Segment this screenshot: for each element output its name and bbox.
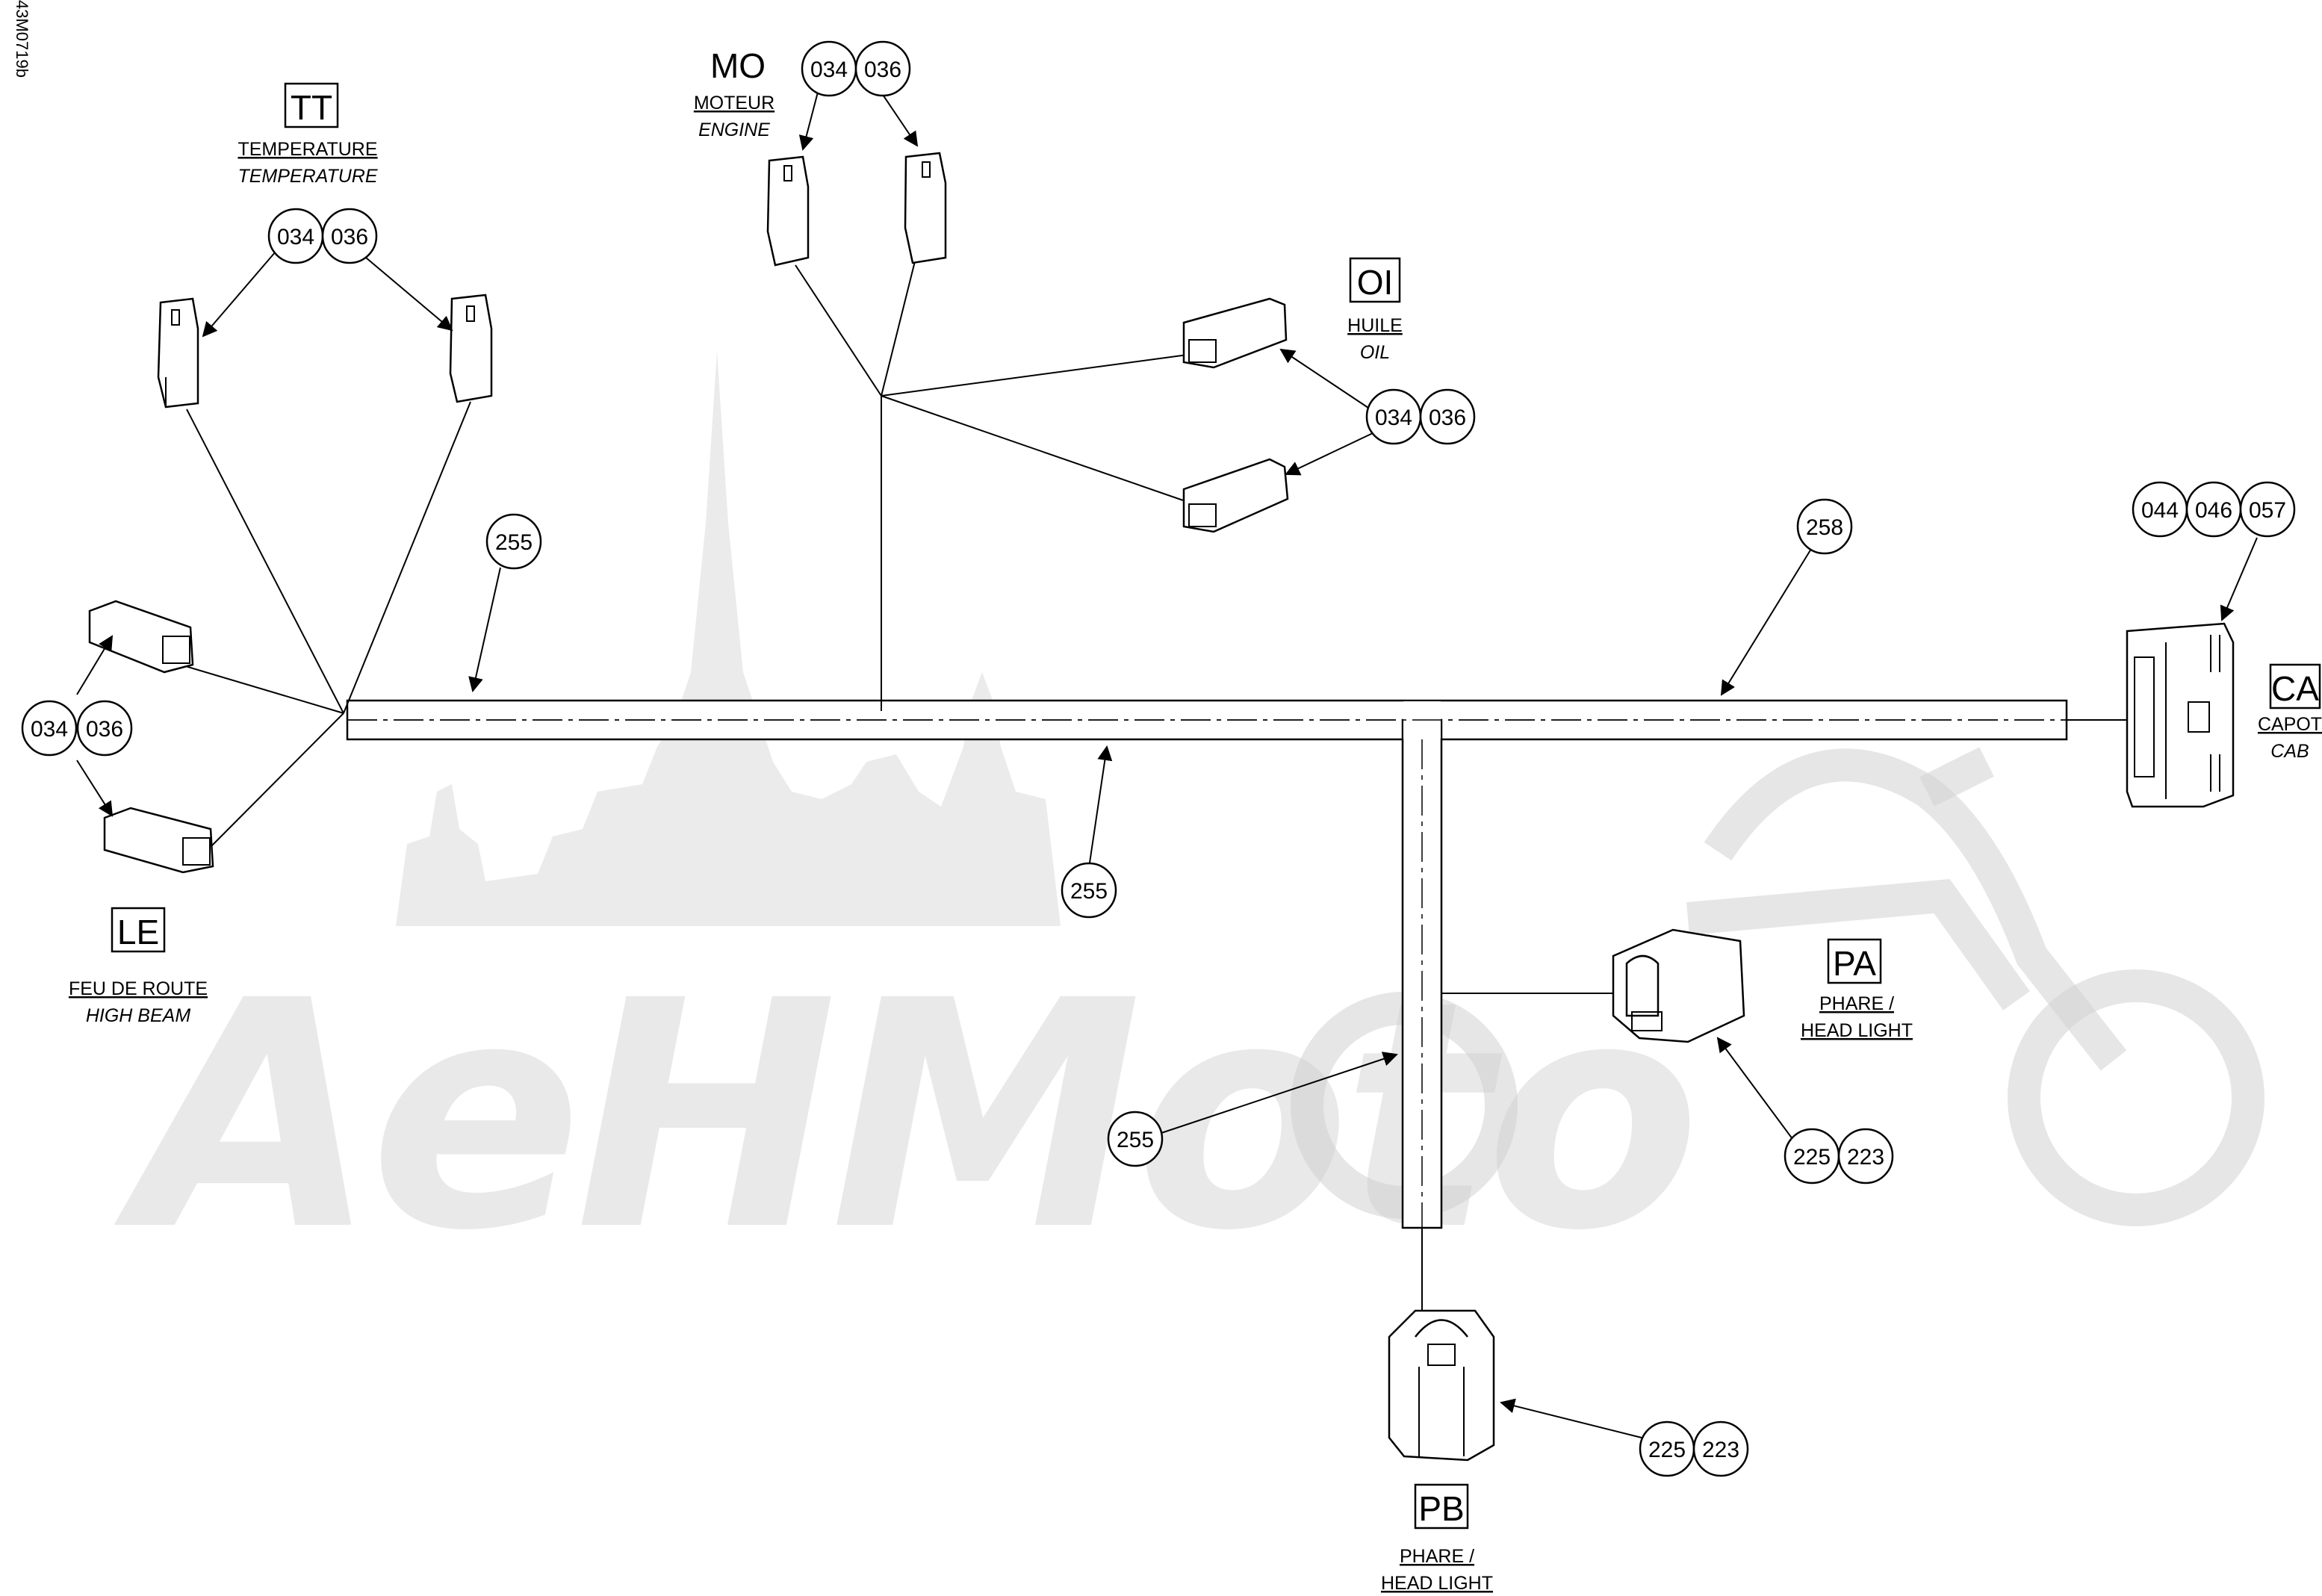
svg-text:225: 225 <box>1793 1145 1831 1170</box>
part-bubbles-pa[interactable]: 225 223 <box>1784 1128 1894 1184</box>
svg-text:OIL: OIL <box>1360 342 1390 363</box>
svg-text:TEMPERATURE: TEMPERATURE <box>238 166 377 187</box>
svg-text:MO: MO <box>710 46 766 85</box>
le-connector-bottom <box>103 807 214 874</box>
svg-text:225: 225 <box>1648 1438 1686 1462</box>
part-bubbles-pb[interactable]: 225 223 <box>1639 1420 1749 1477</box>
harness-callout-255-top[interactable]: 255 <box>485 513 542 570</box>
svg-text:258: 258 <box>1806 515 1843 540</box>
wires <box>155 261 2127 1314</box>
svg-text:OI: OI <box>1357 263 1394 302</box>
connector-label-mo[interactable]: MO MOTEUR ENGINE <box>694 46 774 140</box>
svg-text:HUILE: HUILE <box>1347 315 1403 336</box>
harness-callout-255-middle[interactable]: 255 <box>1061 862 1117 919</box>
harness-trunk <box>346 699 2068 1229</box>
svg-text:HIGH BEAM: HIGH BEAM <box>86 1005 190 1026</box>
svg-text:057: 057 <box>2249 498 2286 523</box>
part-bubbles-oi[interactable]: 034 036 <box>1365 388 1476 445</box>
part-bubbles-tt[interactable]: 034 036 <box>267 208 378 264</box>
connector-label-tt[interactable]: TT TEMPERATURE TEMPERATURE <box>238 82 378 187</box>
svg-text:223: 223 <box>1847 1145 1884 1170</box>
oi-connector-bottom <box>1182 458 1289 533</box>
leader-arrows <box>76 83 2258 1438</box>
svg-text:HEAD LIGHT: HEAD LIGHT <box>1381 1573 1493 1594</box>
pb-connector <box>1388 1309 1495 1462</box>
svg-text:036: 036 <box>1429 406 1466 430</box>
svg-text:034: 034 <box>31 717 68 742</box>
svg-text:PHARE /: PHARE / <box>1819 993 1894 1014</box>
svg-text:HEAD LIGHT: HEAD LIGHT <box>1801 1020 1913 1041</box>
svg-text:255: 255 <box>1117 1128 1154 1152</box>
svg-text:LE: LE <box>117 913 159 951</box>
oi-connector-top <box>1182 297 1288 369</box>
svg-text:036: 036 <box>86 717 123 742</box>
connector-label-le[interactable]: LE FEU DE ROUTE HIGH BEAM <box>69 907 208 1026</box>
svg-text:PA: PA <box>1833 944 1876 983</box>
ca-connector <box>2126 622 2235 808</box>
svg-text:255: 255 <box>1070 879 1108 904</box>
part-bubbles-le[interactable]: 034 036 <box>21 700 133 757</box>
svg-text:CA: CA <box>2271 669 2319 708</box>
pa-connector <box>1612 928 1745 1043</box>
svg-text:ENGINE: ENGINE <box>698 119 770 140</box>
svg-text:CAPOT: CAPOT <box>2258 714 2322 735</box>
harness-callout-258[interactable]: 258 <box>1796 498 1853 555</box>
connector-label-pa[interactable]: PA PHARE / HEAD LIGHT <box>1801 938 1913 1041</box>
svg-text:034: 034 <box>810 58 848 82</box>
svg-text:MOTEUR: MOTEUR <box>694 93 774 114</box>
part-bubbles-ca[interactable]: 044 046 057 <box>2132 481 2296 538</box>
tt-connector-right <box>449 294 493 403</box>
connector-label-pb[interactable]: PB PHARE / HEAD LIGHT <box>1381 1483 1493 1594</box>
svg-text:TT: TT <box>291 88 332 127</box>
connector-graphics <box>88 152 2235 1462</box>
le-connector-top <box>88 600 194 674</box>
svg-text:PB: PB <box>1418 1489 1464 1528</box>
svg-text:046: 046 <box>2195 498 2232 523</box>
svg-text:PHARE /: PHARE / <box>1400 1546 1474 1567</box>
connector-label-oi[interactable]: OI HUILE OIL <box>1347 257 1403 363</box>
svg-text:034: 034 <box>1375 406 1412 430</box>
svg-text:TEMPERATURE: TEMPERATURE <box>238 139 377 160</box>
svg-text:034: 034 <box>277 225 314 249</box>
svg-text:255: 255 <box>495 530 533 555</box>
harness-callout-255-branch[interactable]: 255 <box>1107 1111 1164 1167</box>
watermark: AeHMoto <box>110 351 2264 1300</box>
connector-label-ca[interactable]: CA CAPOT CAB <box>2258 663 2322 762</box>
svg-text:036: 036 <box>864 58 901 82</box>
tt-connector-left <box>157 297 199 409</box>
svg-text:AeHMoto: AeHMoto <box>110 934 1693 1300</box>
document-id: 43M0719b <box>13 0 31 78</box>
svg-text:FEU DE ROUTE: FEU DE ROUTE <box>69 978 208 999</box>
svg-text:044: 044 <box>2141 498 2179 523</box>
svg-text:036: 036 <box>331 225 368 249</box>
mo-connector-right <box>904 152 947 264</box>
svg-text:CAB: CAB <box>2270 741 2309 762</box>
mo-connector-left <box>766 155 810 267</box>
part-bubbles-mo[interactable]: 034 036 <box>801 40 911 97</box>
svg-text:223: 223 <box>1702 1438 1739 1462</box>
